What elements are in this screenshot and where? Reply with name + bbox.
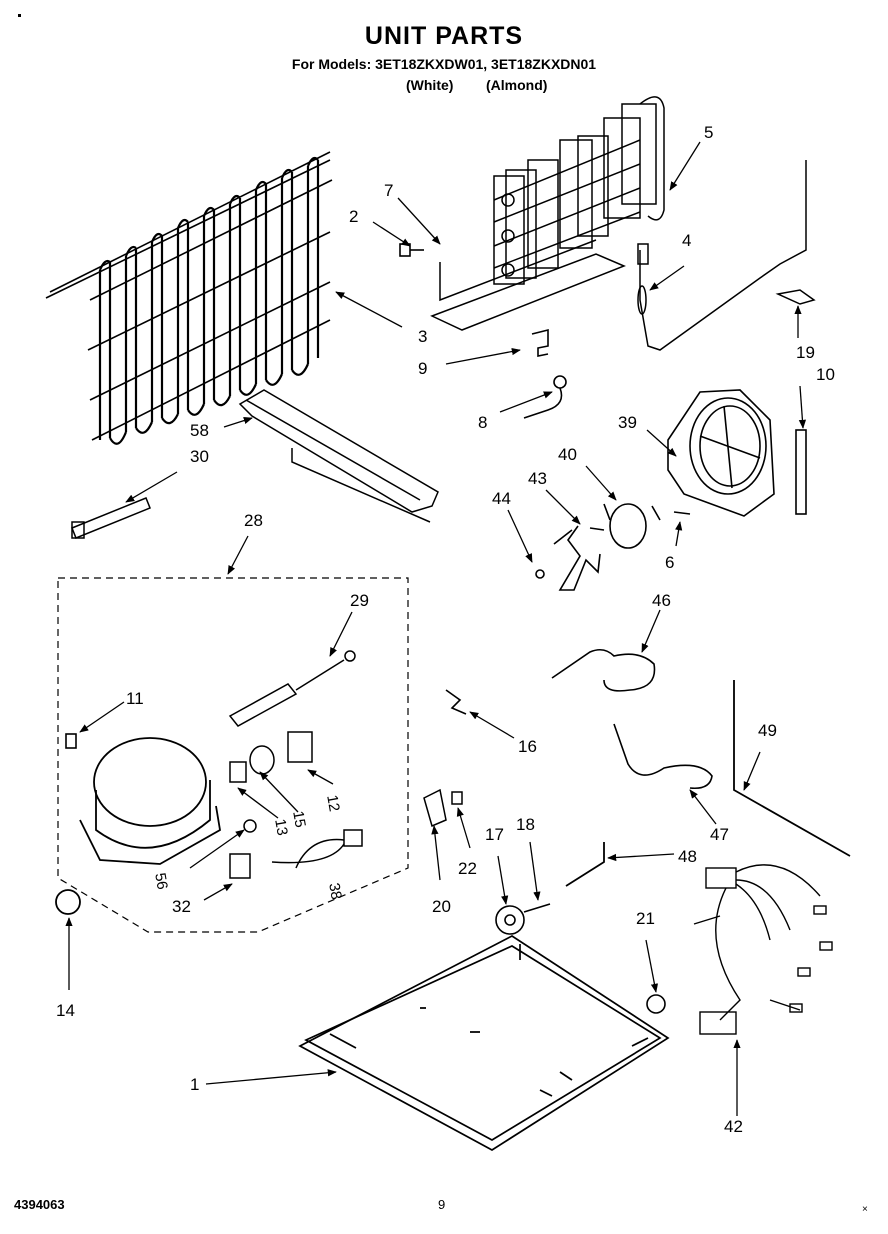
callout-19: 19 xyxy=(796,343,815,362)
callout-28: 28 xyxy=(244,511,263,530)
fan-motor-drawing xyxy=(535,503,691,591)
callout-16: 16 xyxy=(518,737,537,756)
spacer-drawing xyxy=(646,994,666,1014)
callout-22: 22 xyxy=(458,859,477,878)
document-number: 4394063 xyxy=(14,1197,65,1212)
callout-17: 17 xyxy=(485,825,504,844)
callout-9: 9 xyxy=(418,359,427,378)
callout-12: 12 xyxy=(323,794,343,813)
callout-58: 58 xyxy=(190,421,209,440)
models-line: For Models: 3ET18ZKXDW01, 3ET18ZKXDN01 xyxy=(291,56,597,72)
callout-4: 4 xyxy=(682,231,691,250)
tube-48-drawing xyxy=(565,842,605,887)
callout-42: 42 xyxy=(724,1117,743,1136)
clip-16-drawing xyxy=(445,689,467,715)
tube-49-drawing xyxy=(733,680,851,857)
callout-6: 6 xyxy=(665,553,674,572)
sleeve-drawing xyxy=(71,497,151,539)
callout-13: 13 xyxy=(271,818,291,837)
tube-drawing xyxy=(613,723,713,790)
variant-almond: (Almond) xyxy=(486,77,548,93)
relay-parts-drawing xyxy=(229,731,313,783)
base-pan-drawing xyxy=(298,935,670,1151)
callout-1: 1 xyxy=(190,1075,199,1094)
callout-29: 29 xyxy=(350,591,369,610)
fan-shroud-drawing xyxy=(667,389,775,517)
drain-trough-drawing xyxy=(238,389,439,523)
bracket-20-drawing xyxy=(423,788,463,828)
grommet-drawing xyxy=(55,889,81,915)
callout-15: 15 xyxy=(289,810,309,829)
callout-11: 11 xyxy=(126,689,144,708)
callout-20: 20 xyxy=(432,897,451,916)
leader-lines xyxy=(65,141,807,1116)
wire-harness-drawing xyxy=(693,864,833,1035)
callout-46: 46 xyxy=(652,591,671,610)
variant-white: (White) xyxy=(406,77,454,93)
strip-drawing xyxy=(795,429,807,515)
callout-14: 14 xyxy=(56,1001,75,1020)
corner-mark: × xyxy=(862,1204,868,1215)
capacitor-parts-drawing xyxy=(229,819,363,879)
clip-drawing xyxy=(531,328,549,357)
callout-39: 39 xyxy=(618,413,637,432)
callout-7: 7 xyxy=(384,181,393,200)
evaporator-assembly-drawing xyxy=(430,96,665,331)
callout-40: 40 xyxy=(558,445,577,464)
callout-49: 49 xyxy=(758,721,777,740)
callout-56: 56 xyxy=(151,872,171,891)
screw-drawing xyxy=(399,243,424,257)
terminal-drawing xyxy=(523,375,567,419)
defrost-thermostat-drawing xyxy=(637,160,816,351)
callout-48: 48 xyxy=(678,847,697,866)
callout-10: 10 xyxy=(816,365,835,384)
page-title: UNIT PARTS xyxy=(364,22,524,50)
callout-21: 21 xyxy=(636,909,655,928)
callout-labels: 2 7 3 5 4 19 10 9 8 58 30 39 40 43 44 6 … xyxy=(56,123,835,1136)
compressor-drawing xyxy=(79,737,221,865)
roller-drawing xyxy=(495,903,551,935)
callout-44: 44 xyxy=(492,489,511,508)
callout-30: 30 xyxy=(190,447,209,466)
corner-mark xyxy=(18,14,21,17)
callout-18: 18 xyxy=(516,815,535,834)
condenser-coil-drawing xyxy=(45,151,333,445)
callout-38: 38 xyxy=(325,882,345,901)
callout-43: 43 xyxy=(528,469,547,488)
screw-11-drawing xyxy=(65,733,77,749)
callout-3: 3 xyxy=(418,327,427,346)
compressor-group-boundary xyxy=(57,577,409,933)
callout-5: 5 xyxy=(704,123,713,142)
page-number: 9 xyxy=(438,1197,446,1212)
callout-2: 2 xyxy=(349,207,358,226)
callout-8: 8 xyxy=(478,413,487,432)
drain-tube-drawing xyxy=(551,648,656,692)
callout-47: 47 xyxy=(710,825,729,844)
callout-32: 32 xyxy=(172,897,191,916)
drier-drawing xyxy=(228,650,356,727)
